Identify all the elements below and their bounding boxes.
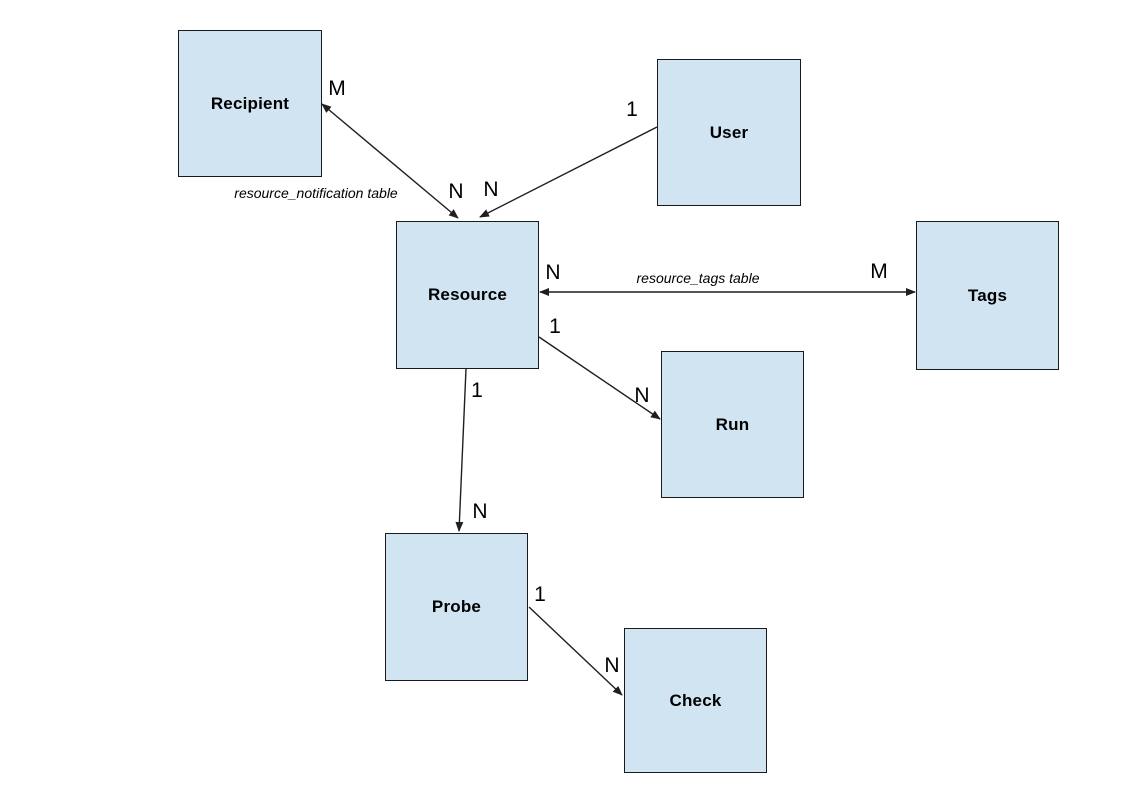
entity-tags: Tags <box>916 221 1059 370</box>
cardinality-user-resource-n: N <box>483 178 499 201</box>
entity-run-label: Run <box>715 414 750 434</box>
connector-resource-probe <box>455 368 467 532</box>
cardinality-resource-run-n: N <box>634 384 650 407</box>
connector-resource-run <box>538 336 661 420</box>
entity-check-label: Check <box>669 690 722 710</box>
caption-resource-tags-table: resource_tags table <box>636 270 760 286</box>
cardinality-resource-run-1: 1 <box>549 315 561 338</box>
cardinality-probe-check-1: 1 <box>534 583 546 606</box>
caption-resource-notification-table: resource_notification table <box>234 185 398 201</box>
cardinality-resource-probe-n: N <box>472 500 488 523</box>
cardinality-user-1: 1 <box>626 98 638 121</box>
entity-recipient: Recipient <box>178 30 322 177</box>
cardinality-recipient-resource-n: N <box>448 180 464 203</box>
cardinality-recipient-m: M <box>328 77 346 100</box>
entity-resource: Resource <box>396 221 539 369</box>
entity-check: Check <box>624 628 767 773</box>
entity-user: User <box>657 59 801 206</box>
entity-tags-label: Tags <box>967 285 1008 305</box>
connector-recipient-resource <box>321 103 459 219</box>
entity-probe: Probe <box>385 533 528 681</box>
cardinality-probe-check-n: N <box>604 654 620 677</box>
entity-recipient-label: Recipient <box>210 93 290 113</box>
entity-run: Run <box>661 351 804 498</box>
cardinality-resource-tags-n: N <box>545 261 561 284</box>
cardinality-resource-probe-1: 1 <box>471 379 483 402</box>
entity-resource-label: Resource <box>427 285 508 304</box>
entity-probe-label: Probe <box>431 597 482 616</box>
entity-user-label: User <box>709 122 749 142</box>
connector-probe-check <box>528 606 623 696</box>
cardinality-resource-tags-m: M <box>870 260 888 283</box>
connector-user-resource <box>479 126 658 218</box>
